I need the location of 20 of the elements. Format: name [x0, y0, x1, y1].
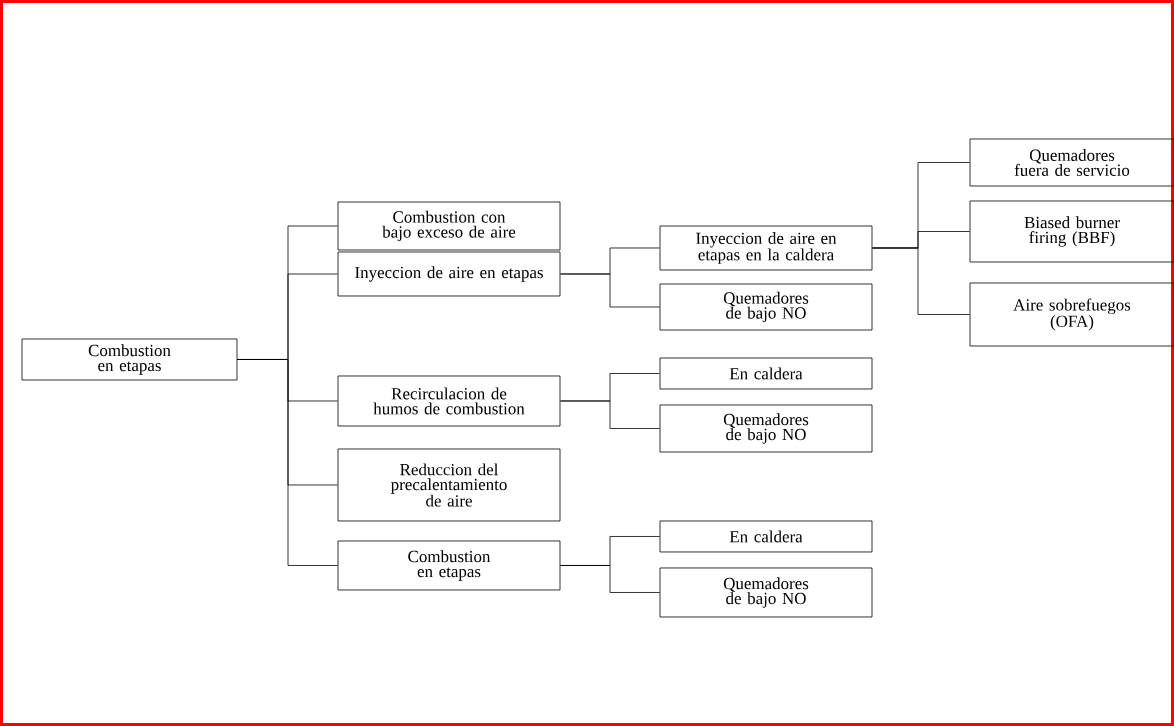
process-box: Quemadores de bajo NO — [659, 283, 873, 331]
process-box: Quemadores fuera de servicio — [969, 138, 1174, 187]
process-box: Quemadores de bajo NO — [659, 567, 873, 618]
process-box: Inyeccion de aire en etapas — [337, 251, 561, 297]
connector-line — [560, 400, 660, 429]
process-box: Quemadores de bajo NO — [659, 404, 873, 453]
connector-line — [560, 565, 660, 593]
process-box: Aire sobrefuegos (OFA) — [969, 282, 1174, 347]
process-box: Recirculacion de humos de combustion — [337, 375, 561, 427]
connector-line — [560, 273, 660, 308]
process-box: Biased burner firing (BBF) — [969, 200, 1174, 263]
process-box: En caldera — [659, 520, 873, 553]
process-box: En caldera — [659, 357, 873, 390]
process-box: Reduccion del precalentamiento de aire — [337, 448, 561, 522]
process-box: Combustion en etapas — [21, 338, 238, 381]
process-box: Combustion en etapas — [337, 540, 561, 591]
connector-line — [872, 247, 970, 315]
connector-line — [237, 359, 338, 566]
process-box: Combustion con bajo exceso de aire — [337, 201, 561, 251]
process-box: Inyeccion de aire en etapas en la caldera — [659, 225, 873, 271]
